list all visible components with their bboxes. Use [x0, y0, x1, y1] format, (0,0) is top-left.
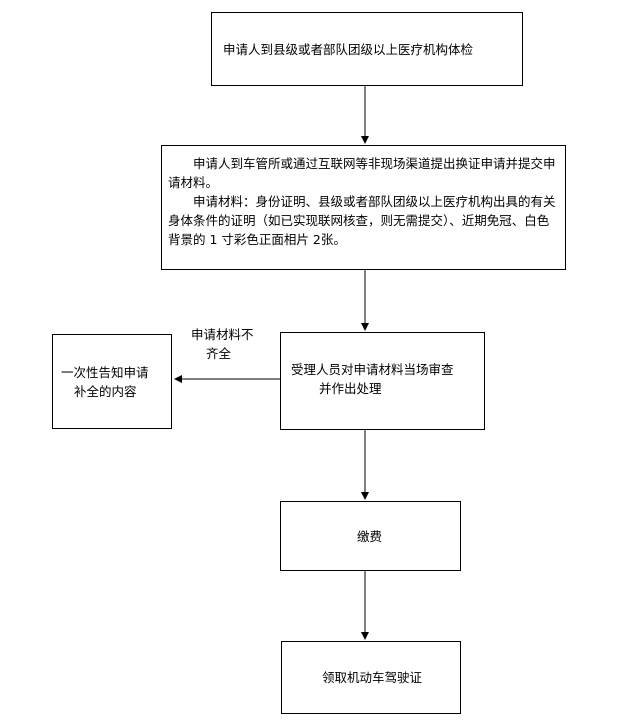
pay-fee-text: 缴费	[357, 529, 383, 544]
step-health-check-text: 申请人到县级或者部队团级以上医疗机构体检	[223, 42, 474, 57]
collect-license-text: 领取机动车驾驶证	[322, 670, 423, 685]
step-pay-fee-box: 缴费	[280, 501, 461, 571]
step-review-box: 受理人员对申请材料当场审查 并作出处理	[280, 332, 485, 430]
step-health-check-box: 申请人到县级或者部队团级以上医疗机构体检	[211, 12, 523, 86]
supplement-text-line-1: 一次性告知申请	[61, 365, 149, 380]
review-text-line-1: 受理人员对申请材料当场审查	[291, 362, 454, 377]
review-text-line-2: 并作出处理	[319, 381, 382, 396]
branch-label-line-1: 申请材料不	[191, 327, 254, 342]
submit-application-paragraph-1: 申请人到车管所或通过互联网等非现场渠道提出换证申请并提交申请材料。	[168, 156, 556, 190]
supplement-text-line-2: 补全的内容	[74, 384, 137, 399]
step-collect-license-box: 领取机动车驾驶证	[281, 641, 461, 714]
submit-application-paragraph-2: 申请材料：身份证明、县级或者部队团级以上医疗机构出具的有关身体条件的证明（如已实…	[168, 194, 556, 247]
step-submit-application-box: 申请人到车管所或通过互联网等非现场渠道提出换证申请并提交申请材料。 申请材料：身…	[161, 145, 566, 270]
step-supplement-box: 一次性告知申请 补全的内容	[52, 334, 172, 429]
branch-label-line-2: 齐全	[206, 346, 232, 361]
